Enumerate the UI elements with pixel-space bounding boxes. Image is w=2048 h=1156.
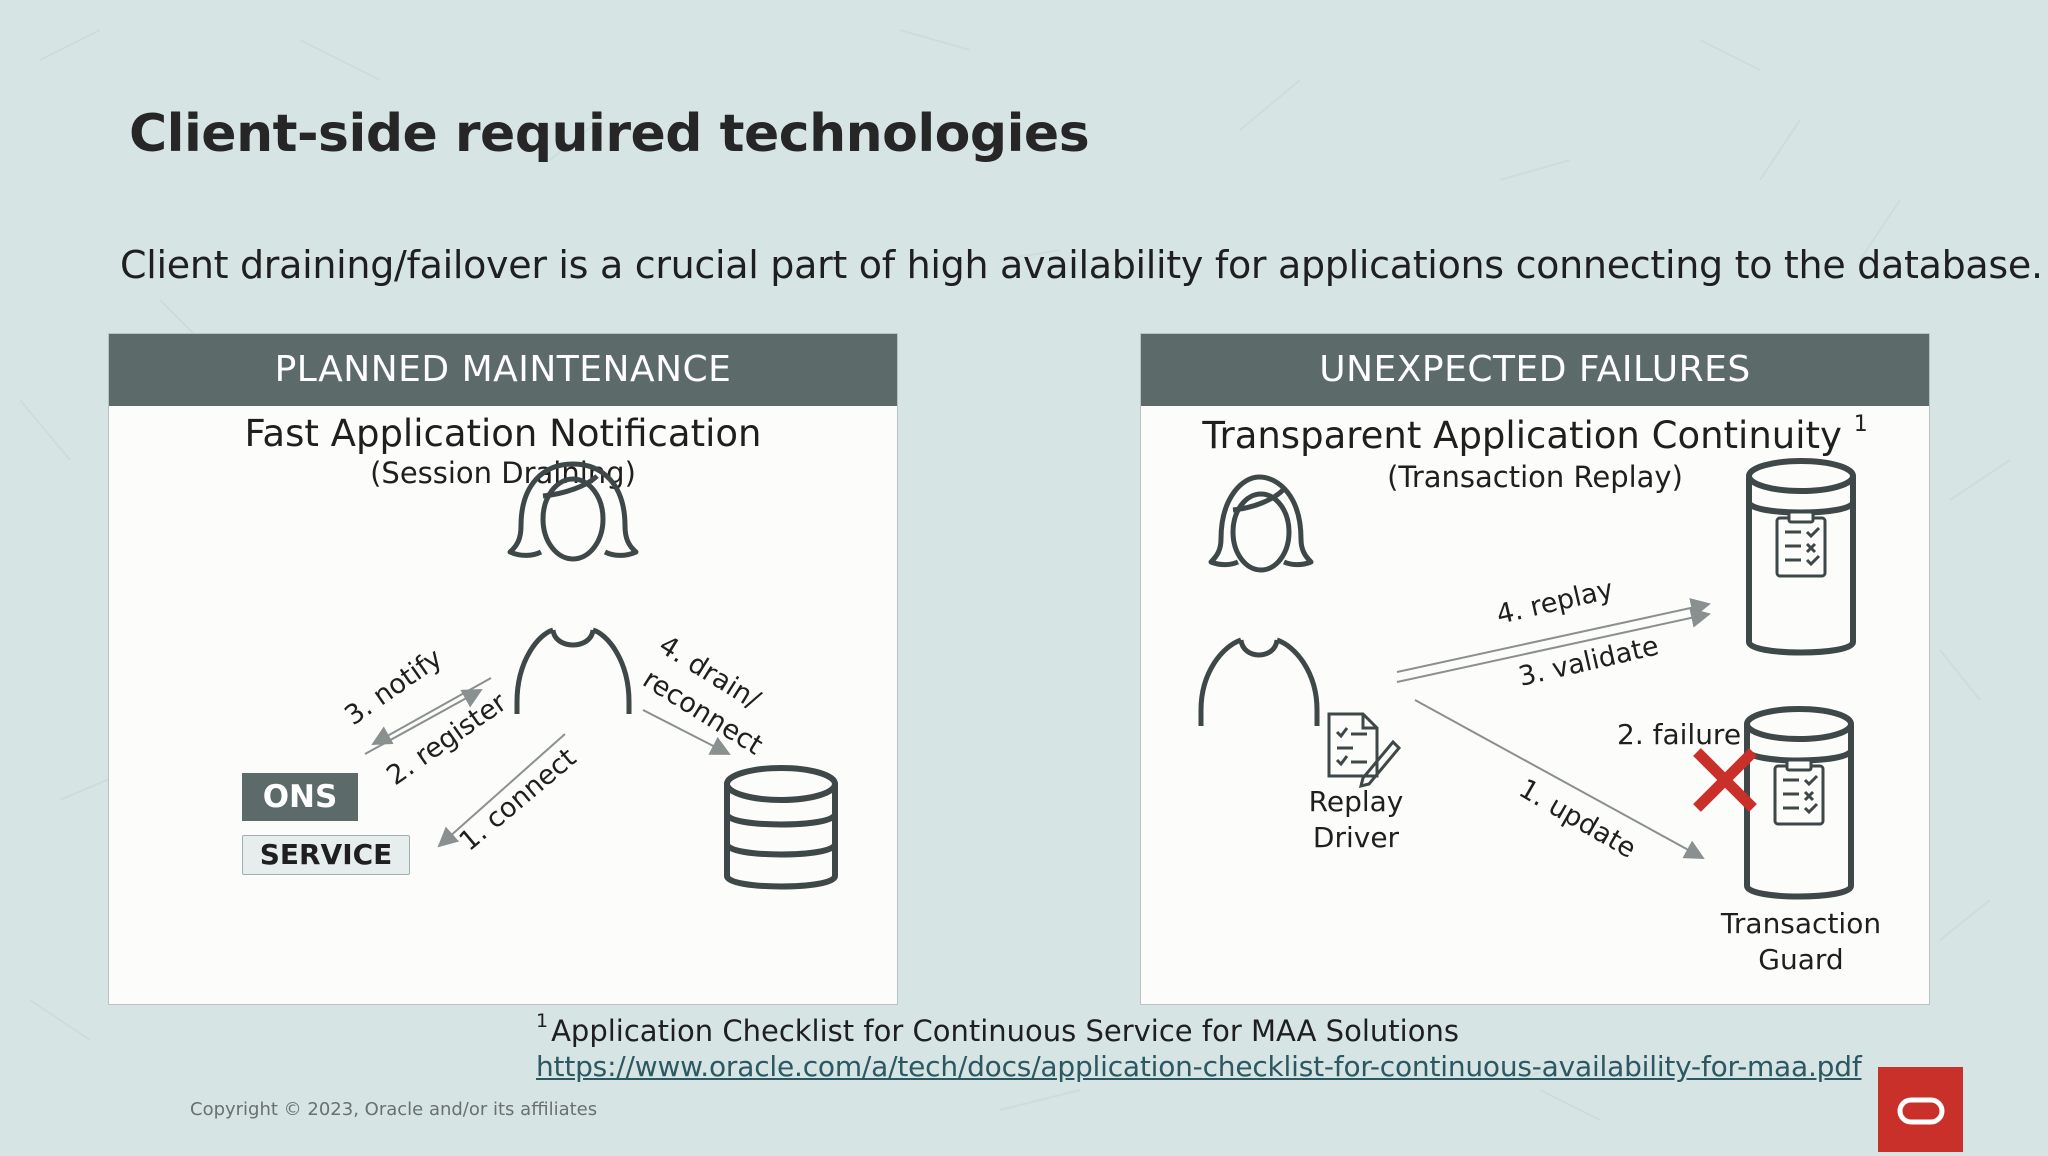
footnote-number: 1: [536, 1010, 549, 1032]
copyright-text: Copyright © 2023, Oracle and/or its affi…: [190, 1099, 598, 1120]
database-icon: [724, 765, 838, 890]
validate-arrow: [1396, 608, 1711, 683]
tac-diagram: 4. replay 3. validate 2. failure 1. upda…: [1198, 458, 1856, 900]
tac-title: Transparent Application Continuity 1: [1141, 412, 1929, 457]
service-badge: SERVICE: [242, 835, 410, 875]
planned-maintenance-panel: PLANNED MAINTENANCE Fast Application Not…: [108, 333, 898, 1005]
planned-maintenance-header: PLANNED MAINTENANCE: [109, 334, 897, 406]
slide-title: Client-side required technologies: [129, 104, 1090, 164]
update-arrow: [1414, 699, 1705, 859]
tac-title-text: Transparent Application Continuity: [1202, 414, 1842, 457]
oracle-logo: [1878, 1067, 1963, 1152]
fan-title: Fast Application Notification: [244, 412, 762, 455]
transaction-guard-line1: Transaction: [1720, 907, 1882, 940]
person-icon: [1198, 474, 1320, 726]
step-connect-label: 1. connect: [454, 742, 583, 857]
oracle-logo-icon: [1897, 1097, 1945, 1125]
person-icon: [507, 461, 639, 714]
transaction-guard-label: Transaction Guard: [1711, 906, 1891, 978]
tac-subtitle: (Transaction Replay): [1387, 460, 1683, 494]
unexpected-failures-panel: UNEXPECTED FAILURES Transparent Applicat…: [1140, 333, 1930, 1005]
slide-subtitle: Client draining/failover is a crucial pa…: [120, 243, 2043, 287]
footnote-text: Application Checklist for Continuous Ser…: [551, 1014, 1459, 1048]
register-arrow: [371, 677, 492, 745]
replay-arrow: [1396, 598, 1711, 673]
failure-x-icon: [1693, 748, 1757, 812]
step-failure-label: 2. failure: [1617, 718, 1741, 751]
drain-arrow: [642, 709, 731, 755]
step-notify-label: 3. notify: [339, 643, 448, 732]
checklist-icon: [1773, 758, 1825, 826]
checklist-link[interactable]: https://www.oracle.com/a/tech/docs/appli…: [536, 1050, 1862, 1083]
replay-driver-line2: Driver: [1312, 821, 1400, 854]
ons-badge: ONS: [242, 773, 358, 821]
step-replay-label: 4. replay: [1494, 574, 1617, 631]
transaction-guard-line2: Guard: [1758, 943, 1844, 976]
checklist-icon: [1775, 510, 1827, 578]
replay-driver-label: Replay Driver: [1291, 784, 1421, 856]
replay-driver-line1: Replay: [1308, 785, 1404, 818]
connect-arrow: [437, 733, 566, 848]
tac-title-footnote: 1: [1853, 412, 1868, 437]
unexpected-failures-header: UNEXPECTED FAILURES: [1141, 334, 1929, 406]
step-update-label: 1. update: [1514, 773, 1642, 865]
replay-document-icon: [1327, 712, 1402, 789]
fan-diagram: 3. notify 2. register 1. connect 4. drai…: [339, 461, 838, 890]
